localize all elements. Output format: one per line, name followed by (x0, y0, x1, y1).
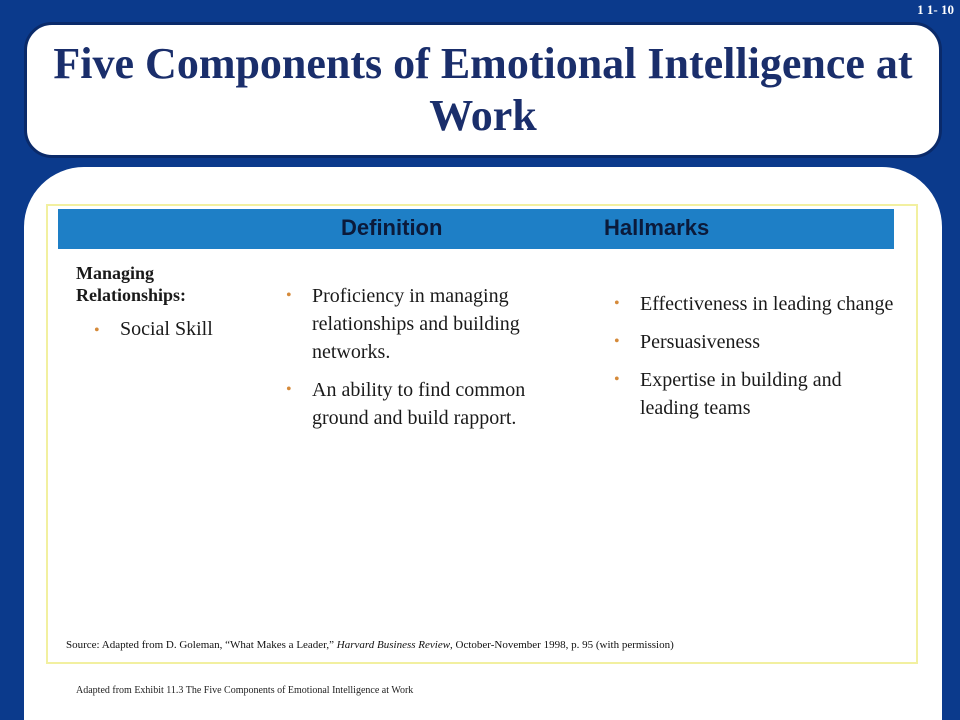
bullet-icon: • (286, 287, 292, 304)
hallmark-item: • Expertise in building and leading team… (614, 366, 904, 422)
hallmarks-header: Hallmarks (604, 215, 710, 240)
slide-number: 1 1- 10 (917, 2, 954, 17)
component-name: Managing Relationships: (76, 263, 187, 305)
bullet-icon: • (614, 371, 620, 388)
source-journal: Harvard Business Review (336, 639, 451, 651)
slide-title: Five Components of Emotional Intelligenc… (53, 39, 913, 140)
source-suffix: , October-November 1998, p. 95 (with per… (450, 639, 674, 651)
component-item-label: Social Skill (120, 318, 213, 340)
hallmark-text: Expertise in building and leading teams (640, 369, 842, 419)
definition-item: • An ability to find common ground and b… (286, 376, 586, 432)
hallmarks-list: • Effectiveness in leading change • Pers… (614, 290, 904, 432)
table-header-bar: Definition Hallmarks (58, 209, 894, 249)
hallmark-text: Persuasiveness (640, 331, 760, 353)
footer-note: Adapted from Exhibit 11.3 The Five Compo… (76, 685, 414, 696)
definition-text: Proficiency in managing relationships an… (312, 285, 520, 363)
bullet-icon: • (614, 333, 620, 350)
title-box: Five Components of Emotional Intelligenc… (24, 22, 942, 158)
content-frame: Definition Hallmarks Managing Relationsh… (46, 204, 918, 664)
hallmark-item: • Persuasiveness (614, 328, 904, 356)
bullet-icon: • (614, 295, 620, 312)
definition-item: • Proficiency in managing relationships … (286, 282, 586, 366)
bullet-icon: • (286, 381, 292, 398)
definition-list: • Proficiency in managing relationships … (286, 282, 586, 442)
bullet-icon: • (94, 322, 100, 339)
hallmark-text: Effectiveness in leading change (640, 293, 894, 315)
component-item: • Social Skill (94, 318, 213, 344)
definition-header: Definition (341, 215, 443, 240)
source-citation: Source: Adapted from D. Goleman, “What M… (66, 639, 906, 651)
hallmark-item: • Effectiveness in leading change (614, 290, 904, 318)
definition-text: An ability to find common ground and bui… (312, 379, 526, 429)
source-prefix: Source: Adapted from D. Goleman, “What M… (66, 639, 337, 651)
content-panel: Definition Hallmarks Managing Relationsh… (24, 167, 942, 720)
